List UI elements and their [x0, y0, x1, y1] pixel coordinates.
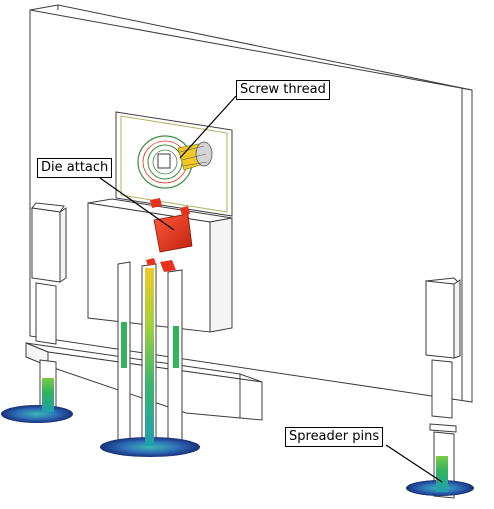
callout-screw-thread: Screw thread	[236, 80, 330, 100]
screw-thread	[137, 135, 213, 189]
left-leg	[31, 202, 67, 413]
callout-die-attach: Die attach	[37, 158, 113, 178]
callout-spreader-pins: Spreader pins	[285, 427, 384, 447]
die-attach	[146, 198, 193, 272]
leader-lines	[99, 95, 443, 483]
screw-block	[115, 111, 233, 217]
thermal-halos	[1, 405, 474, 496]
spreader-pins	[42, 268, 448, 492]
